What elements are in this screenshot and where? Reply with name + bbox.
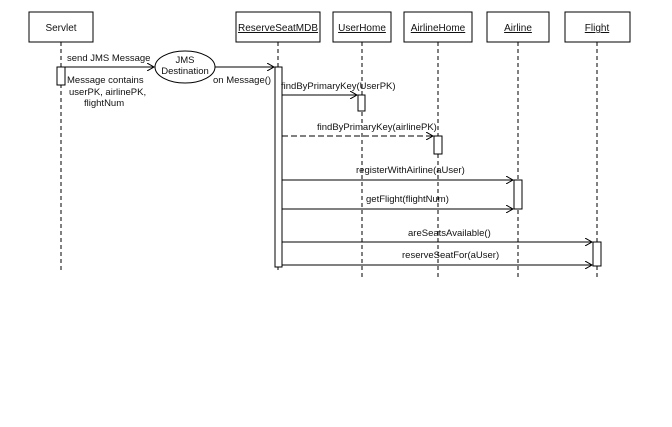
- find-airline-label: findByPrimaryKey(airlinePK): [317, 122, 437, 133]
- find-user-label: findByPrimaryKey(UserPK): [281, 81, 396, 92]
- participant-servlet-label: Servlet: [45, 23, 76, 34]
- participant-airlinehome: AirlineHome: [403, 11, 473, 43]
- jms-destination-line1: JMS: [176, 55, 195, 66]
- register-label: registerWithAirline(aUser): [356, 165, 465, 176]
- jms-destination-line2: Destination: [161, 66, 209, 77]
- seats-available-label: areSeatsAvailable(): [408, 228, 491, 239]
- activation-servlet: [56, 66, 66, 86]
- get-flight-label: getFlight(flightNum): [366, 194, 449, 205]
- participant-flight-label: Flight: [585, 23, 610, 34]
- activation-userhome: [357, 94, 366, 112]
- participant-airline: Airline: [486, 11, 550, 43]
- note-line-3: flightNum: [84, 98, 124, 109]
- activation-airline: [513, 179, 523, 210]
- participant-servlet: Servlet: [28, 11, 94, 43]
- activation-mdb: [274, 66, 283, 268]
- participant-userhome: UserHome: [332, 11, 392, 43]
- jms-destination: JMS Destination: [154, 50, 216, 84]
- on-message-label: on Message(): [213, 75, 271, 86]
- participant-userhome-label: UserHome: [338, 23, 386, 34]
- reserve-seat-label: reserveSeatFor(aUser): [402, 250, 499, 261]
- participant-flight: Flight: [564, 11, 631, 43]
- participant-airline-label: Airline: [504, 23, 532, 34]
- note-line-2: userPK, airlinePK,: [69, 87, 146, 98]
- note-line-1: Message contains: [67, 75, 144, 86]
- participant-mdb-label: ReserveSeatMDB: [238, 23, 318, 34]
- send-jms-label: send JMS Message: [67, 53, 150, 64]
- participant-airlinehome-label: AirlineHome: [411, 23, 466, 34]
- activation-flight: [592, 241, 602, 267]
- activation-airlinehome: [433, 135, 443, 155]
- participant-mdb: ReserveSeatMDB: [235, 11, 321, 43]
